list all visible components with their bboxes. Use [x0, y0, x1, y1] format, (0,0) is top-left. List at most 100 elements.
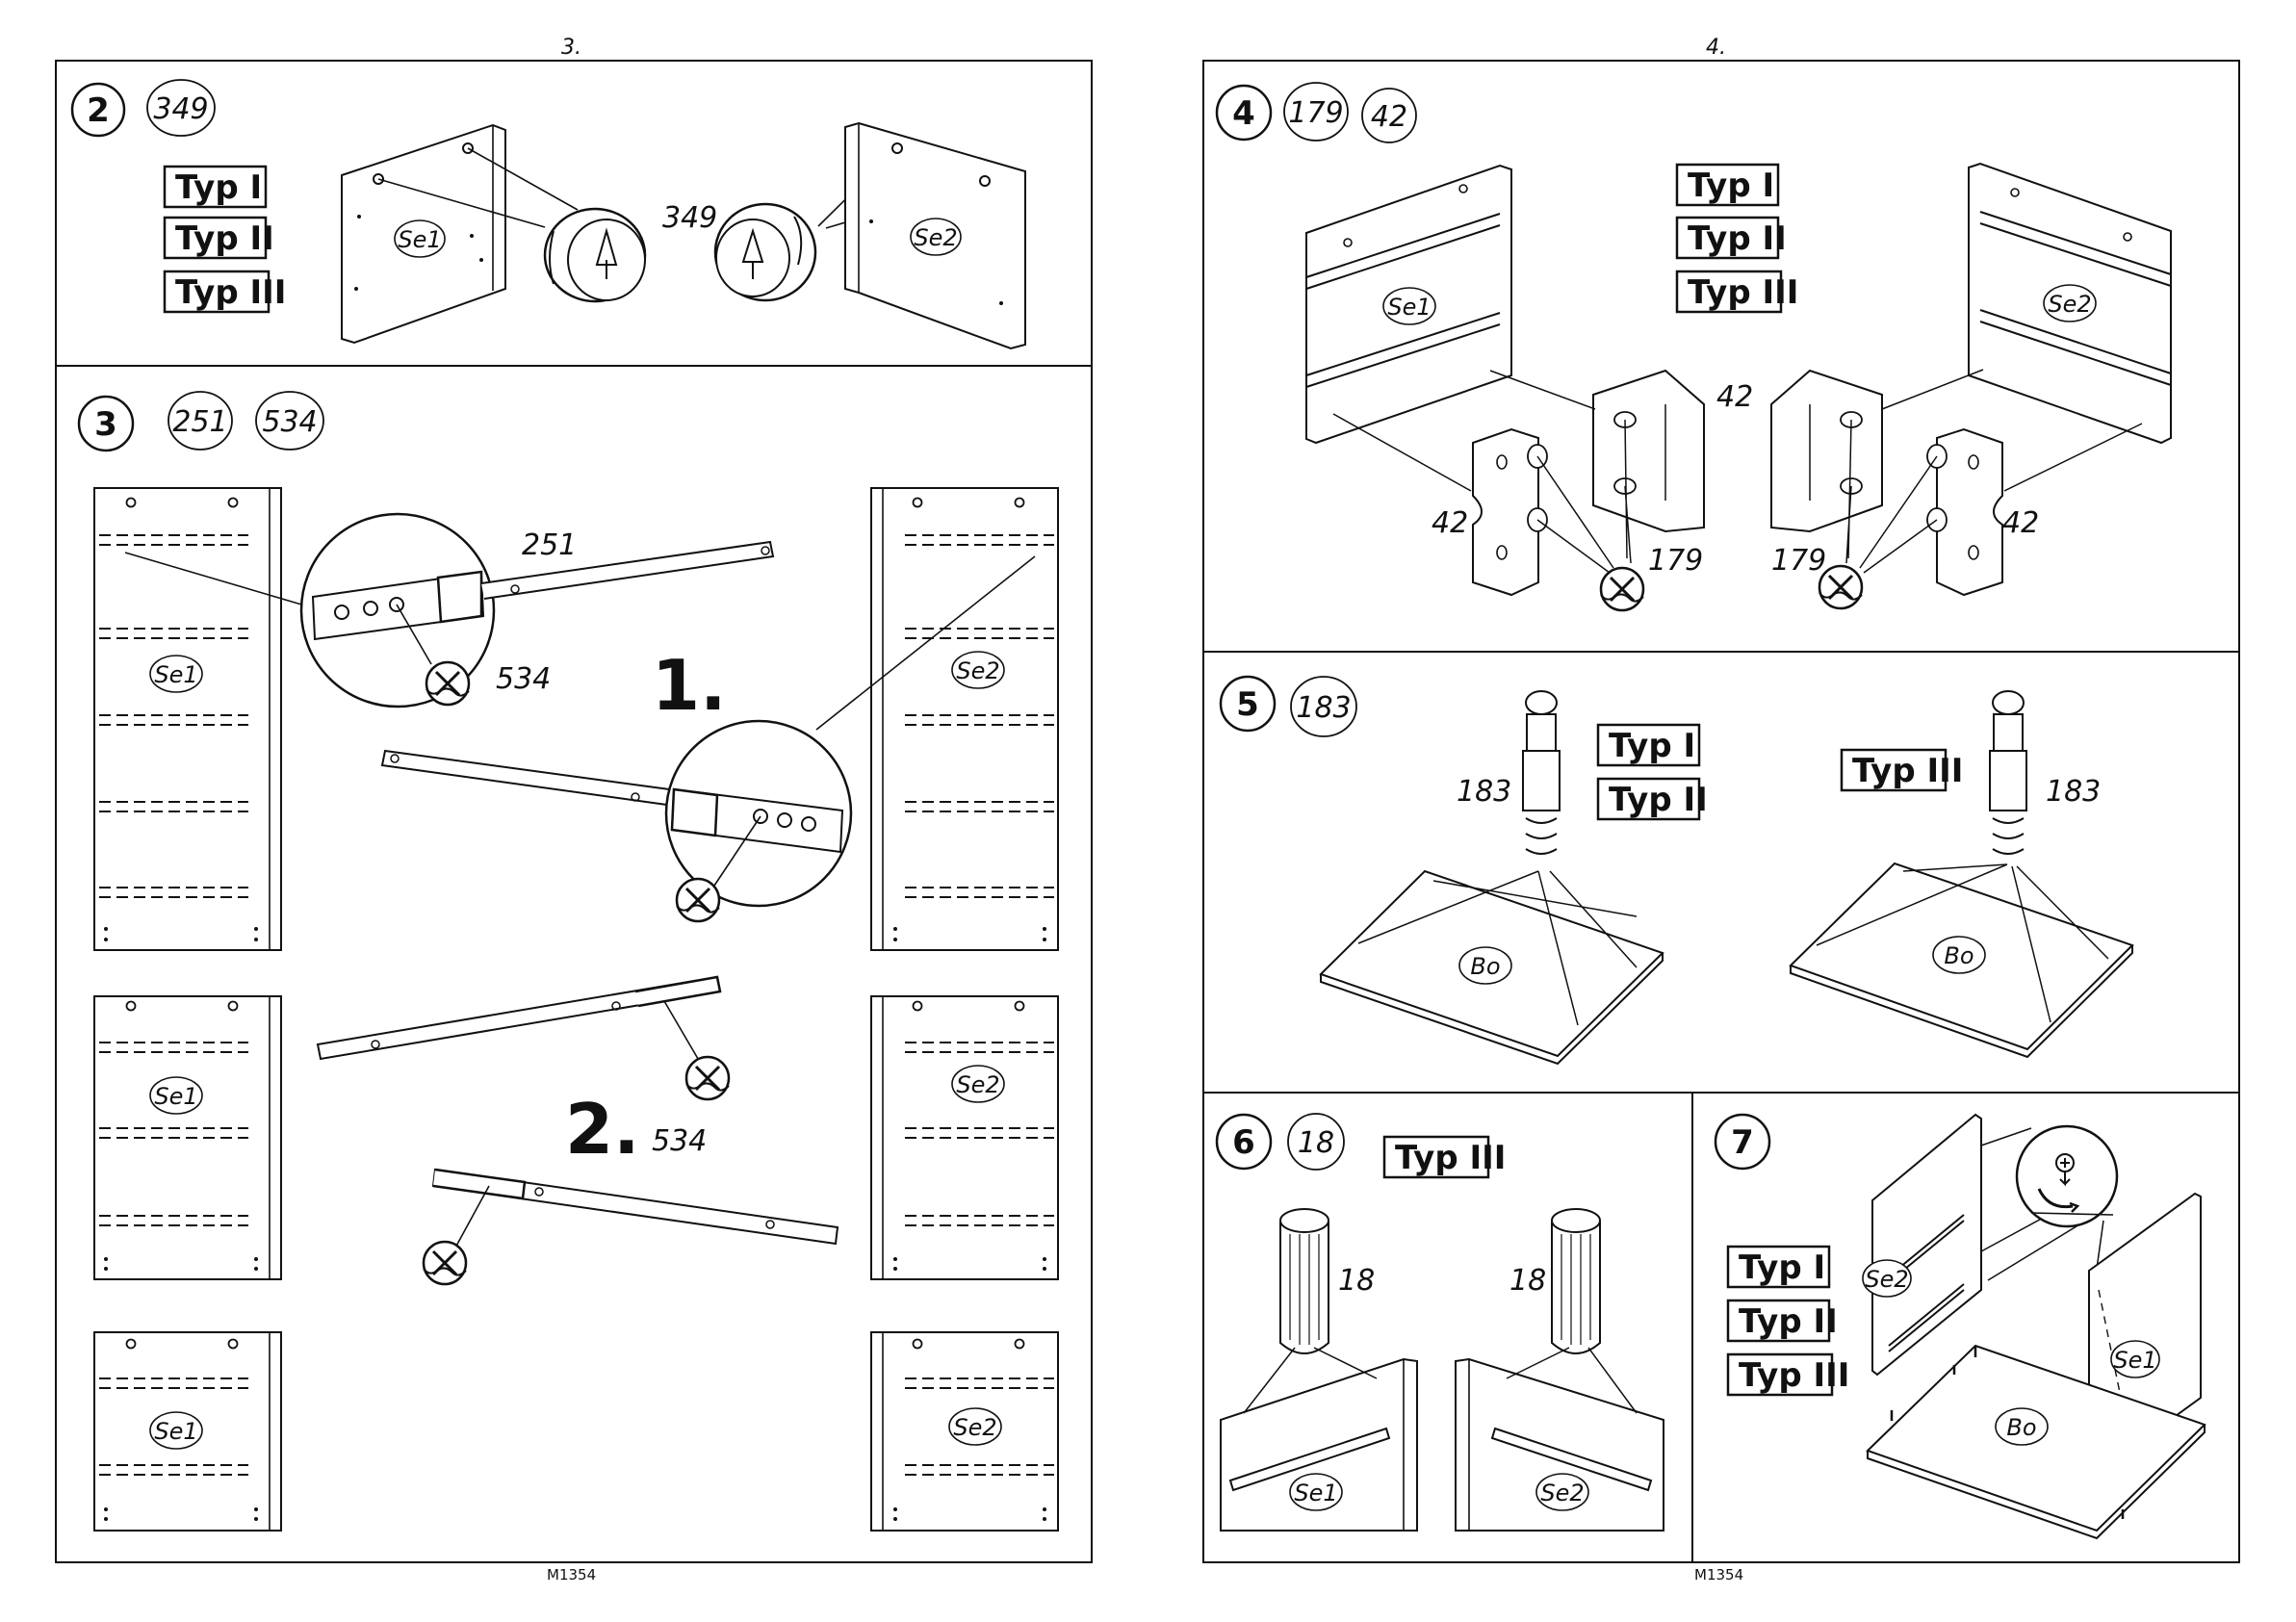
cam-lock-349-left — [545, 209, 645, 301]
label-42-a: 42 — [1432, 506, 1468, 540]
panel-se1-mid: Se1 — [94, 996, 281, 1279]
panel-label-se2: Se2 — [914, 224, 957, 251]
type-label-i: Typ I — [175, 168, 262, 207]
foot-18-left — [1280, 1209, 1329, 1353]
step-2-part-349: 349 — [153, 92, 208, 126]
sub-step-1: 1. — [652, 645, 726, 726]
step-5-type-ii: Typ II — [1609, 781, 1708, 819]
step-6-type-iii: Typ III — [1395, 1139, 1506, 1177]
label-42-b: 42 — [1716, 380, 1753, 414]
page-number-left: 3. — [561, 36, 581, 60]
step-2-callout-349: 349 — [662, 201, 717, 235]
step-4-number: 4 — [1232, 94, 1255, 133]
step-7-type-i: Typ I — [1739, 1249, 1825, 1287]
step-6-part-18: 18 — [1298, 1126, 1334, 1160]
connector-179-right — [1771, 371, 1882, 531]
sub-step-2: 2. — [565, 1089, 639, 1170]
step-3-part-534: 534 — [262, 405, 317, 439]
panel-se1-short: Se1 — [94, 1332, 281, 1531]
panel-label-se2-b: Se2 — [956, 1071, 999, 1098]
step-2-number: 2 — [87, 91, 110, 130]
bottom-panel-bo-left: Bo — [1321, 871, 1663, 1064]
step-5-type-iii: Typ III — [1852, 752, 1963, 790]
label-18-right: 18 — [1509, 1264, 1546, 1298]
label-18-left: 18 — [1338, 1264, 1375, 1298]
footer-code-right: M1354 — [1694, 1566, 1743, 1583]
step-6: 6 18 Typ III 18 Se1 18 — [1217, 1114, 1664, 1531]
bracket-42-right — [1927, 429, 2002, 595]
foot-18-right — [1552, 1209, 1600, 1353]
page-number-right: 4. — [1706, 36, 1726, 60]
panel-label-se2-a: Se2 — [956, 657, 999, 684]
panel-se2-step4: Se2 — [1969, 164, 2171, 443]
panel-se2-step7: Se2 — [1863, 1115, 1981, 1375]
step-7-type-ii: Typ II — [1739, 1302, 1838, 1341]
footer-code-left: M1354 — [547, 1566, 596, 1583]
step-5-number: 5 — [1236, 685, 1259, 724]
dowel-183-left — [1523, 691, 1560, 854]
bracket-42-left — [1473, 429, 1547, 595]
panel-label-se2-c: Se2 — [953, 1414, 996, 1441]
bottom-panel-bo-right: Bo — [1791, 863, 2132, 1057]
type-label-iii: Typ III — [175, 273, 286, 312]
step-4: 4 179 42 Typ I Typ II Typ III Se1 Se2 — [1217, 83, 2171, 610]
panel-label-se1-step4: Se1 — [1387, 294, 1431, 321]
cam-lock-349-right — [715, 204, 815, 300]
panel-label-bo-left: Bo — [1470, 953, 1500, 980]
panel-se2-tall: Se2 — [871, 488, 1058, 950]
panel-label-se1: Se1 — [398, 226, 441, 253]
panel-se2-step2: Se2 — [845, 123, 1025, 348]
step-7: 7 Typ I Typ II Typ III Se2 Se1 — [1716, 1115, 2205, 1538]
step-3: 3 251 534 Se1 Se1 — [79, 392, 1058, 1531]
connector-179-left — [1593, 371, 1704, 531]
screw-534-a — [426, 662, 469, 705]
dowel-183-right — [1990, 691, 2026, 854]
step-5-type-i: Typ I — [1609, 727, 1695, 765]
type-label-ii: Typ II — [175, 219, 274, 258]
screw-534-c — [686, 1057, 729, 1099]
detail-magnifier-rotate — [2017, 1126, 2117, 1226]
step-4-type-iii: Typ III — [1688, 273, 1798, 312]
panel-label-se1-step7: Se1 — [2113, 1347, 2156, 1374]
rail-label-251: 251 — [522, 528, 577, 562]
panel-label-se1-a: Se1 — [154, 661, 197, 688]
step-7-type-iii: Typ III — [1739, 1356, 1849, 1395]
label-179-a: 179 — [1648, 544, 1703, 578]
step-6-number: 6 — [1232, 1123, 1255, 1162]
step-2: 2 349 Typ I Typ II Typ III Se1 — [72, 80, 1025, 348]
screw-534-b — [677, 879, 719, 921]
step-5: 5 183 Typ I Typ II Typ III 183 Bo 1 — [1221, 677, 2132, 1064]
label-183-right: 183 — [2046, 775, 2101, 809]
step-2-type-labels: Typ I Typ II Typ III — [165, 167, 286, 312]
panel-se2-mid: Se2 — [871, 996, 1058, 1279]
panel-se1-tall: Se1 — [94, 488, 281, 950]
step-7-number: 7 — [1731, 1123, 1754, 1162]
panel-label-se1-step6: Se1 — [1294, 1480, 1337, 1506]
panel-se1-step6: Se1 — [1221, 1359, 1417, 1531]
panel-label-bo-step7: Bo — [2006, 1414, 2036, 1441]
label-42-c: 42 — [2002, 506, 2039, 540]
screw-534-d — [424, 1242, 466, 1284]
panel-se1-step4: Se1 — [1306, 166, 1511, 443]
panel-label-se2-step4: Se2 — [2048, 291, 2091, 318]
screw-label-534-a: 534 — [496, 662, 551, 696]
label-183-left: 183 — [1457, 775, 1511, 809]
step-4-type-i: Typ I — [1688, 167, 1774, 205]
panel-label-se1-b: Se1 — [154, 1083, 197, 1110]
panel-se2-short: Se2 — [871, 1332, 1058, 1531]
step-4-part-42: 42 — [1371, 100, 1407, 134]
label-179-b: 179 — [1771, 544, 1826, 578]
panel-label-bo-right: Bo — [1944, 942, 1974, 969]
step-5-part-183: 183 — [1296, 691, 1351, 725]
panel-label-se2-step6: Se2 — [1540, 1480, 1584, 1506]
step-4-type-ii: Typ II — [1688, 219, 1787, 258]
step-3-part-251: 251 — [172, 405, 227, 439]
step-4-part-179: 179 — [1288, 96, 1343, 130]
panel-se2-step6: Se2 — [1456, 1359, 1664, 1531]
panel-label-se1-c: Se1 — [154, 1418, 197, 1445]
screw-179-left — [1601, 568, 1643, 610]
step-3-number: 3 — [94, 405, 117, 444]
panel-se1-step2: Se1 — [342, 125, 505, 343]
screw-label-534-b: 534 — [652, 1124, 707, 1158]
